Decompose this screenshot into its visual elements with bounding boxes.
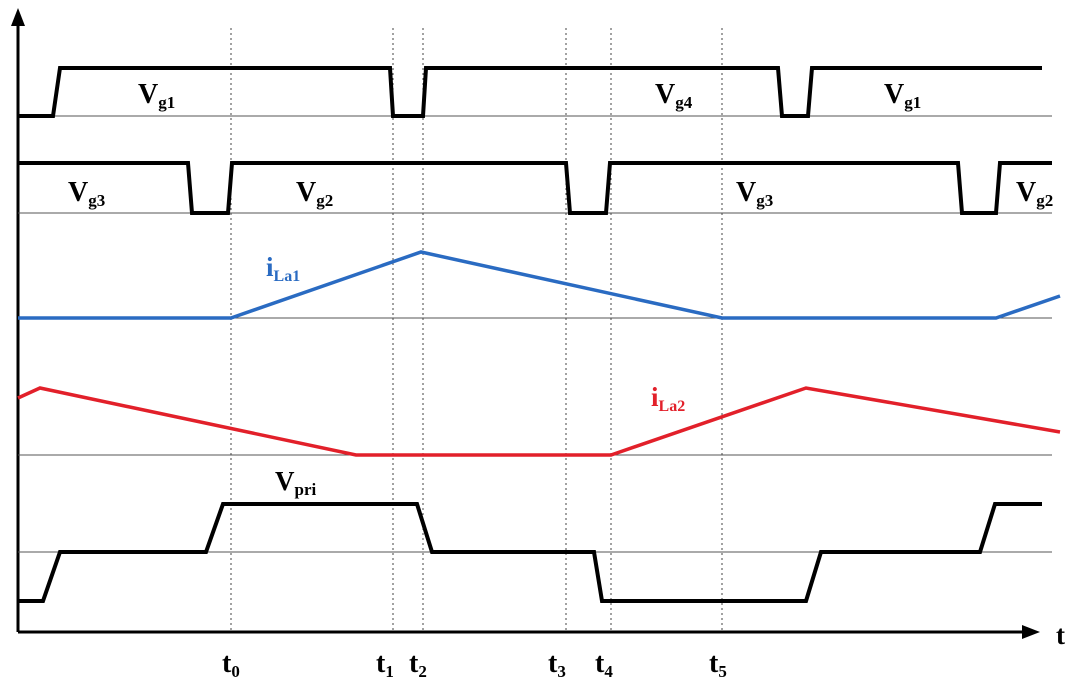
baselines	[18, 115, 1052, 553]
ila1-waveform	[18, 250, 1061, 320]
x-axis-arrow	[1022, 625, 1040, 639]
tick-label-t3: t3	[548, 648, 566, 681]
label-vg3-right: Vg3	[736, 177, 773, 210]
label-vg1-left: Vg1	[138, 79, 175, 112]
label-vg3-left: Vg3	[68, 177, 105, 210]
axis-label-t: t	[1056, 620, 1065, 650]
tick-label-t1: t1	[376, 648, 394, 681]
label-vg1-right: Vg1	[884, 79, 921, 112]
vg-top-waveform	[18, 66, 1042, 118]
label-vg2: Vg2	[296, 177, 333, 210]
label-vpri: Vpri	[275, 466, 317, 499]
time-markers	[230, 28, 723, 632]
label-ila2: iLa2	[651, 382, 685, 415]
label-vg2-cut: Vg2	[1016, 177, 1053, 210]
tick-label-t0: t0	[222, 648, 240, 681]
tick-label-t2: t2	[409, 648, 427, 681]
vpri-waveform	[18, 502, 1042, 603]
axes	[11, 8, 1040, 639]
label-ila1: iLa1	[266, 252, 300, 285]
y-axis-arrow	[11, 8, 25, 26]
tick-label-t4: t4	[595, 648, 613, 681]
vg-bottom-waveform	[18, 161, 1052, 215]
tick-label-t5: t5	[709, 648, 727, 681]
ila2-waveform	[17, 386, 1061, 457]
label-vg4: Vg4	[655, 79, 693, 112]
